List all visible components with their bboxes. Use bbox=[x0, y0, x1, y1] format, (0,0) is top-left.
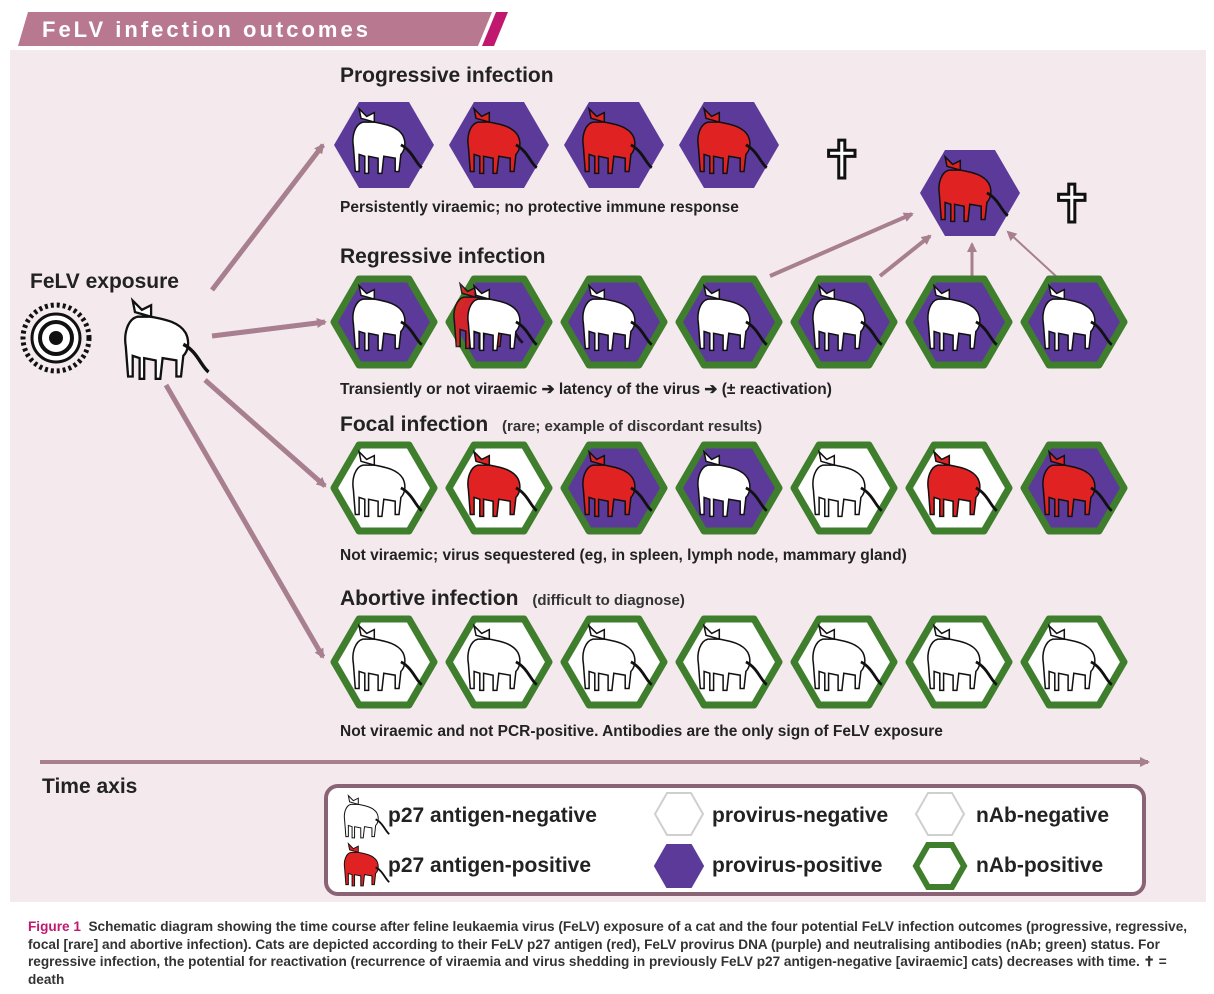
legend-provirus-negative-hex-icon bbox=[653, 792, 705, 836]
regressive-caption: Transiently or not viraemic ➔ latency of… bbox=[340, 381, 832, 398]
abortive-cat-4 bbox=[675, 615, 783, 709]
regressive-cat-1 bbox=[330, 275, 438, 369]
abortive-cat-3 bbox=[560, 615, 668, 709]
progressive-caption: Persistently viraemic; no protective imm… bbox=[340, 199, 739, 216]
regressive-cat-2 bbox=[445, 275, 553, 369]
arrow-to-focal bbox=[203, 378, 327, 488]
legend-icons bbox=[343, 792, 968, 890]
progressive-cat-3 bbox=[564, 102, 664, 188]
regressive-cat-6 bbox=[905, 275, 1013, 369]
regressive-cat-5 bbox=[790, 275, 898, 369]
abortive-caption: Not viraemic and not PCR-positive. Antib… bbox=[340, 723, 943, 740]
row-focal bbox=[330, 441, 1128, 535]
focal-cat-2 bbox=[445, 441, 553, 535]
legend-provirus-negative: provirus-negative bbox=[712, 804, 888, 827]
focal-cat-5 bbox=[790, 441, 898, 535]
regressive-title: Regressive infection bbox=[340, 245, 545, 268]
progressive-title: Progressive infection bbox=[340, 64, 554, 87]
figure-caption-text: Schematic diagram showing the time cours… bbox=[28, 919, 1188, 987]
virus-icon bbox=[20, 302, 92, 374]
focal-caption: Not viraemic; virus sequestered (eg, in … bbox=[340, 547, 907, 564]
row-regressive: ✝ bbox=[330, 150, 1128, 369]
arrow-to-regressive bbox=[211, 318, 327, 339]
figure-label: Figure 1 bbox=[28, 919, 81, 934]
legend-p27-negative: p27 antigen-negative bbox=[388, 804, 597, 827]
focal-cat-1 bbox=[330, 441, 438, 535]
regressive-cat-4 bbox=[675, 275, 783, 369]
focal-cat-3 bbox=[560, 441, 668, 535]
legend-nab-negative-hex-icon bbox=[914, 792, 966, 836]
legend-box bbox=[324, 784, 1146, 896]
abortive-cat-5 bbox=[790, 615, 898, 709]
reactivation-arrow-4 bbox=[1006, 230, 1059, 279]
regressive-cat-3 bbox=[560, 275, 668, 369]
regressive-death-cross: ✝ bbox=[1050, 175, 1094, 235]
cat-rows: ✝✝ bbox=[330, 102, 1128, 709]
focal-title-note: (rare; example of discordant results) bbox=[502, 418, 762, 435]
focal-cat-6 bbox=[905, 441, 1013, 535]
row-abortive bbox=[330, 615, 1128, 709]
abortive-cat-2 bbox=[445, 615, 553, 709]
progressive-cat-4 bbox=[679, 102, 779, 188]
arrow-to-progressive bbox=[210, 143, 325, 292]
legend-p27-positive: p27 antigen-positive bbox=[388, 854, 591, 877]
focal-title: Focal infection (rare; example of discor… bbox=[340, 413, 762, 436]
abortive-title-main: Abortive infection bbox=[340, 587, 519, 610]
legend-provirus-positive-hex-icon bbox=[653, 844, 705, 888]
arrow-to-abortive bbox=[163, 383, 326, 659]
regressive-cat-7 bbox=[1020, 275, 1128, 369]
reactivation-arrow-2 bbox=[878, 234, 932, 278]
abortive-title: Abortive infection (difficult to diagnos… bbox=[340, 587, 685, 610]
header-stripe bbox=[482, 12, 508, 46]
progressive-cat-2 bbox=[449, 102, 549, 188]
reactivation-arrow-1 bbox=[769, 212, 914, 278]
diagram-title: FeLV infection outcomes bbox=[42, 17, 371, 42]
time-axis-label: Time axis bbox=[42, 775, 137, 798]
focal-cat-7 bbox=[1020, 441, 1128, 535]
legend-nab-positive-hex-icon bbox=[912, 842, 968, 890]
progressive-cat-1 bbox=[334, 102, 434, 188]
abortive-cat-7 bbox=[1020, 615, 1128, 709]
exposure-label: FeLV exposure bbox=[30, 270, 179, 293]
focal-title-main: Focal infection bbox=[340, 413, 488, 436]
header-banner bbox=[18, 12, 492, 46]
legend-nab-positive: nAb-positive bbox=[976, 854, 1103, 877]
abortive-cat-1 bbox=[330, 615, 438, 709]
abortive-cat-6 bbox=[905, 615, 1013, 709]
row-progressive: ✝ bbox=[334, 102, 865, 193]
focal-cat-4 bbox=[675, 441, 783, 535]
legend-provirus-positive: provirus-positive bbox=[712, 854, 882, 877]
figure-caption: Figure 1 Schematic diagram showing the t… bbox=[28, 918, 1193, 988]
progressive-death-cross: ✝ bbox=[820, 131, 864, 191]
abortive-title-note: (difficult to diagnose) bbox=[532, 592, 684, 609]
regressive-reactivated-cat bbox=[920, 150, 1020, 236]
legend-nab-negative: nAb-negative bbox=[976, 804, 1109, 827]
